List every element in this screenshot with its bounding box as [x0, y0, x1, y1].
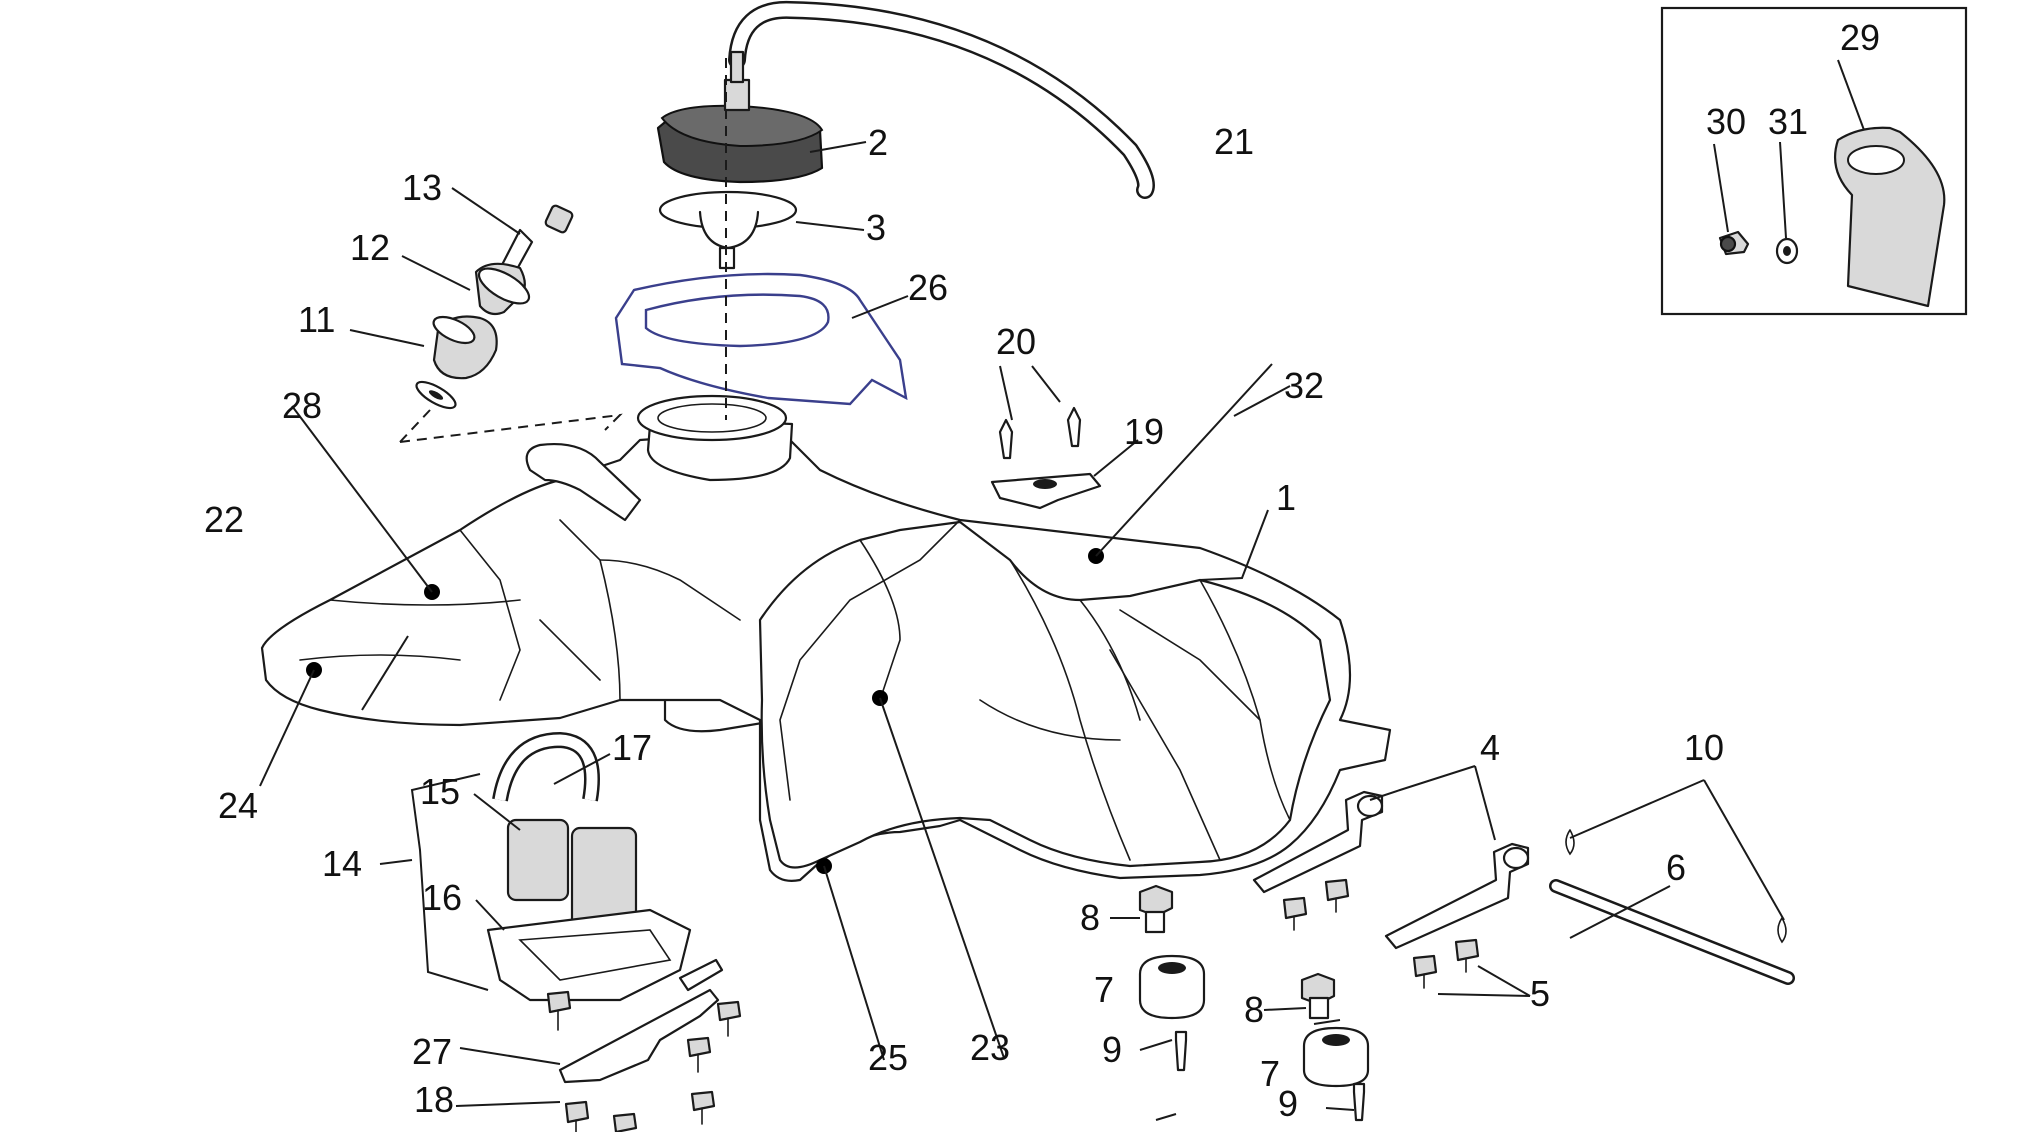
fuel-pump-assembly [486, 731, 692, 1002]
callout-26: 26 [908, 267, 948, 308]
callout-17: 17 [612, 727, 652, 768]
callout-13: 13 [402, 167, 442, 208]
mounting-bolt-stack [415, 204, 574, 410]
callout-24: 24 [218, 785, 258, 826]
callout-9-left: 9 [1102, 1029, 1122, 1070]
pump-bracket [558, 958, 724, 1084]
callout-16: 16 [422, 877, 462, 918]
callout-1: 1 [1276, 477, 1296, 518]
callout-23: 23 [970, 1027, 1010, 1068]
callout-labels: 1 2 3 4 5 6 7 7 8 8 9 9 10 11 12 13 14 1… [204, 17, 1880, 1124]
filler-cover [614, 272, 908, 406]
mounts-right [1300, 972, 1370, 1122]
bracket-19 [990, 406, 1102, 510]
callout-2: 2 [868, 122, 888, 163]
callout-15: 15 [420, 771, 460, 812]
callout-21: 21 [1214, 121, 1254, 162]
callout-14: 14 [322, 843, 362, 884]
callout-4: 4 [1480, 727, 1500, 768]
callout-25: 25 [868, 1037, 908, 1078]
screws-18 [546, 990, 742, 1132]
rod-6 [1549, 829, 1795, 985]
callout-6: 6 [1666, 847, 1686, 888]
callout-5: 5 [1530, 973, 1550, 1014]
callout-29: 29 [1840, 17, 1880, 58]
callout-7-left: 7 [1094, 969, 1114, 1010]
screws-5 [1282, 878, 1480, 989]
callout-19: 19 [1124, 411, 1164, 452]
callout-8-left: 8 [1080, 897, 1100, 938]
callout-18: 18 [414, 1079, 454, 1120]
brackets-4 [1252, 790, 1530, 950]
callout-28: 28 [282, 385, 322, 426]
callout-3: 3 [866, 207, 886, 248]
callout-27: 27 [412, 1031, 452, 1072]
fuel-cap [656, 50, 824, 184]
callout-22: 22 [204, 499, 244, 540]
callout-10: 10 [1684, 727, 1724, 768]
callout-20: 20 [996, 321, 1036, 362]
callout-31: 31 [1768, 101, 1808, 142]
callout-11: 11 [298, 299, 335, 340]
callout-32: 32 [1284, 365, 1324, 406]
mounts-left [1138, 884, 1206, 1072]
cap-plate [658, 190, 798, 270]
callout-9-right: 9 [1278, 1083, 1298, 1124]
callout-8-right: 8 [1244, 989, 1264, 1030]
callout-12: 12 [350, 227, 390, 268]
callout-7-right: 7 [1260, 1053, 1280, 1094]
inset-box [1660, 6, 1968, 316]
callout-30: 30 [1706, 101, 1746, 142]
leader-lines [259, 59, 1865, 1121]
